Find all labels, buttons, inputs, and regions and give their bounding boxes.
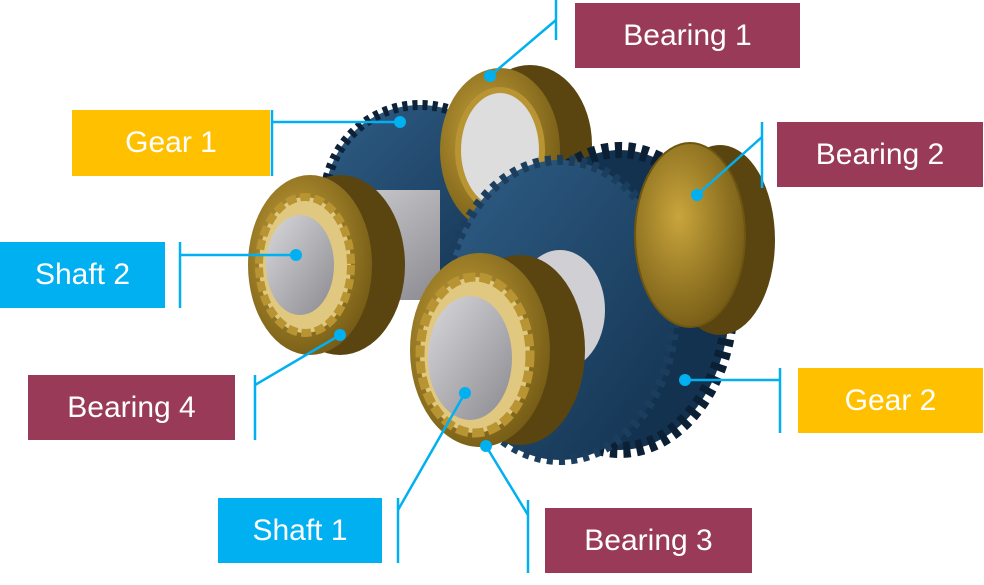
anchor-dots <box>290 70 703 452</box>
label-gear-1: Gear 1 <box>72 110 270 176</box>
bearing-2-shape <box>634 142 775 335</box>
label-bearing-1: Bearing 1 <box>575 3 800 68</box>
label-shaft-2: Shaft 2 <box>0 242 165 308</box>
label-gear-2: Gear 2 <box>798 368 983 433</box>
label-shaft-1: Shaft 1 <box>218 498 382 563</box>
label-bearing-2: Bearing 2 <box>777 122 983 187</box>
bearing-4-shape <box>248 175 405 355</box>
label-bearing-4: Bearing 4 <box>28 375 235 440</box>
bearing-3-shape <box>410 253 585 447</box>
leader-lines <box>178 0 782 573</box>
label-bearing-3: Bearing 3 <box>545 508 752 573</box>
shaft-1-shape <box>428 296 512 420</box>
